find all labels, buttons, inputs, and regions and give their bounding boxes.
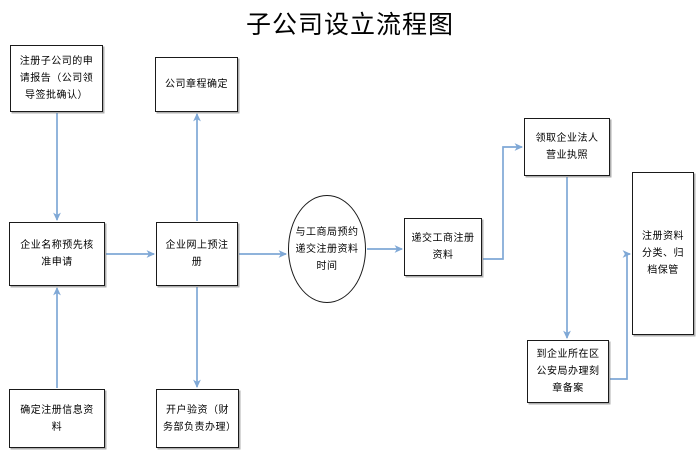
node-label: 注册资料分类、归档保管 <box>642 231 684 276</box>
page-title: 子公司设立流程图 <box>245 10 454 39</box>
node-police-seal-filing[interactable]: 到企业所在区公安局办理刻章备案 <box>527 340 609 403</box>
node-label: 到企业所在区公安局办理刻章备案 <box>536 349 600 394</box>
node-label: 确定注册信息资料 <box>20 404 94 433</box>
node-application-report[interactable]: 注册子公司的申请报告（公司领导签批确认） <box>10 45 103 112</box>
node-archive-materials[interactable]: 注册资料分类、归档保管 <box>632 172 694 335</box>
node-label: 注册子公司的申请报告（公司领导签批确认） <box>19 56 94 101</box>
node-label: 与工商局预约递交注册资料时间 <box>295 226 359 272</box>
node-receive-business-license[interactable]: 领取企业法人营业执照 <box>524 118 610 176</box>
node-name-preapproval[interactable]: 企业名称预先核准申请 <box>9 222 105 286</box>
node-capital-verification[interactable]: 开户验资（财务部负责办理） <box>156 389 239 448</box>
node-confirm-registration-info[interactable]: 确定注册信息资料 <box>9 389 105 448</box>
node-appointment-with-bureau[interactable]: 与工商局预约递交注册资料时间 <box>288 195 366 303</box>
edge-n8-to-n9 <box>610 250 632 380</box>
edge-n6-to-n7 <box>483 143 524 260</box>
node-label: 公司章程确定 <box>165 79 228 90</box>
node-submit-registration-materials[interactable]: 递交工商注册资料 <box>404 218 482 276</box>
node-label: 递交工商注册资料 <box>411 233 475 261</box>
node-label: 企业名称预先核准申请 <box>20 240 94 268</box>
node-label: 企业网上预注册 <box>165 240 229 268</box>
node-label: 开户验资（财务部负责办理） <box>163 404 237 433</box>
node-online-pre-registration[interactable]: 企业网上预注册 <box>156 222 238 286</box>
node-label: 领取企业法人营业执照 <box>535 133 599 161</box>
node-articles-of-association[interactable]: 公司章程确定 <box>155 57 238 112</box>
